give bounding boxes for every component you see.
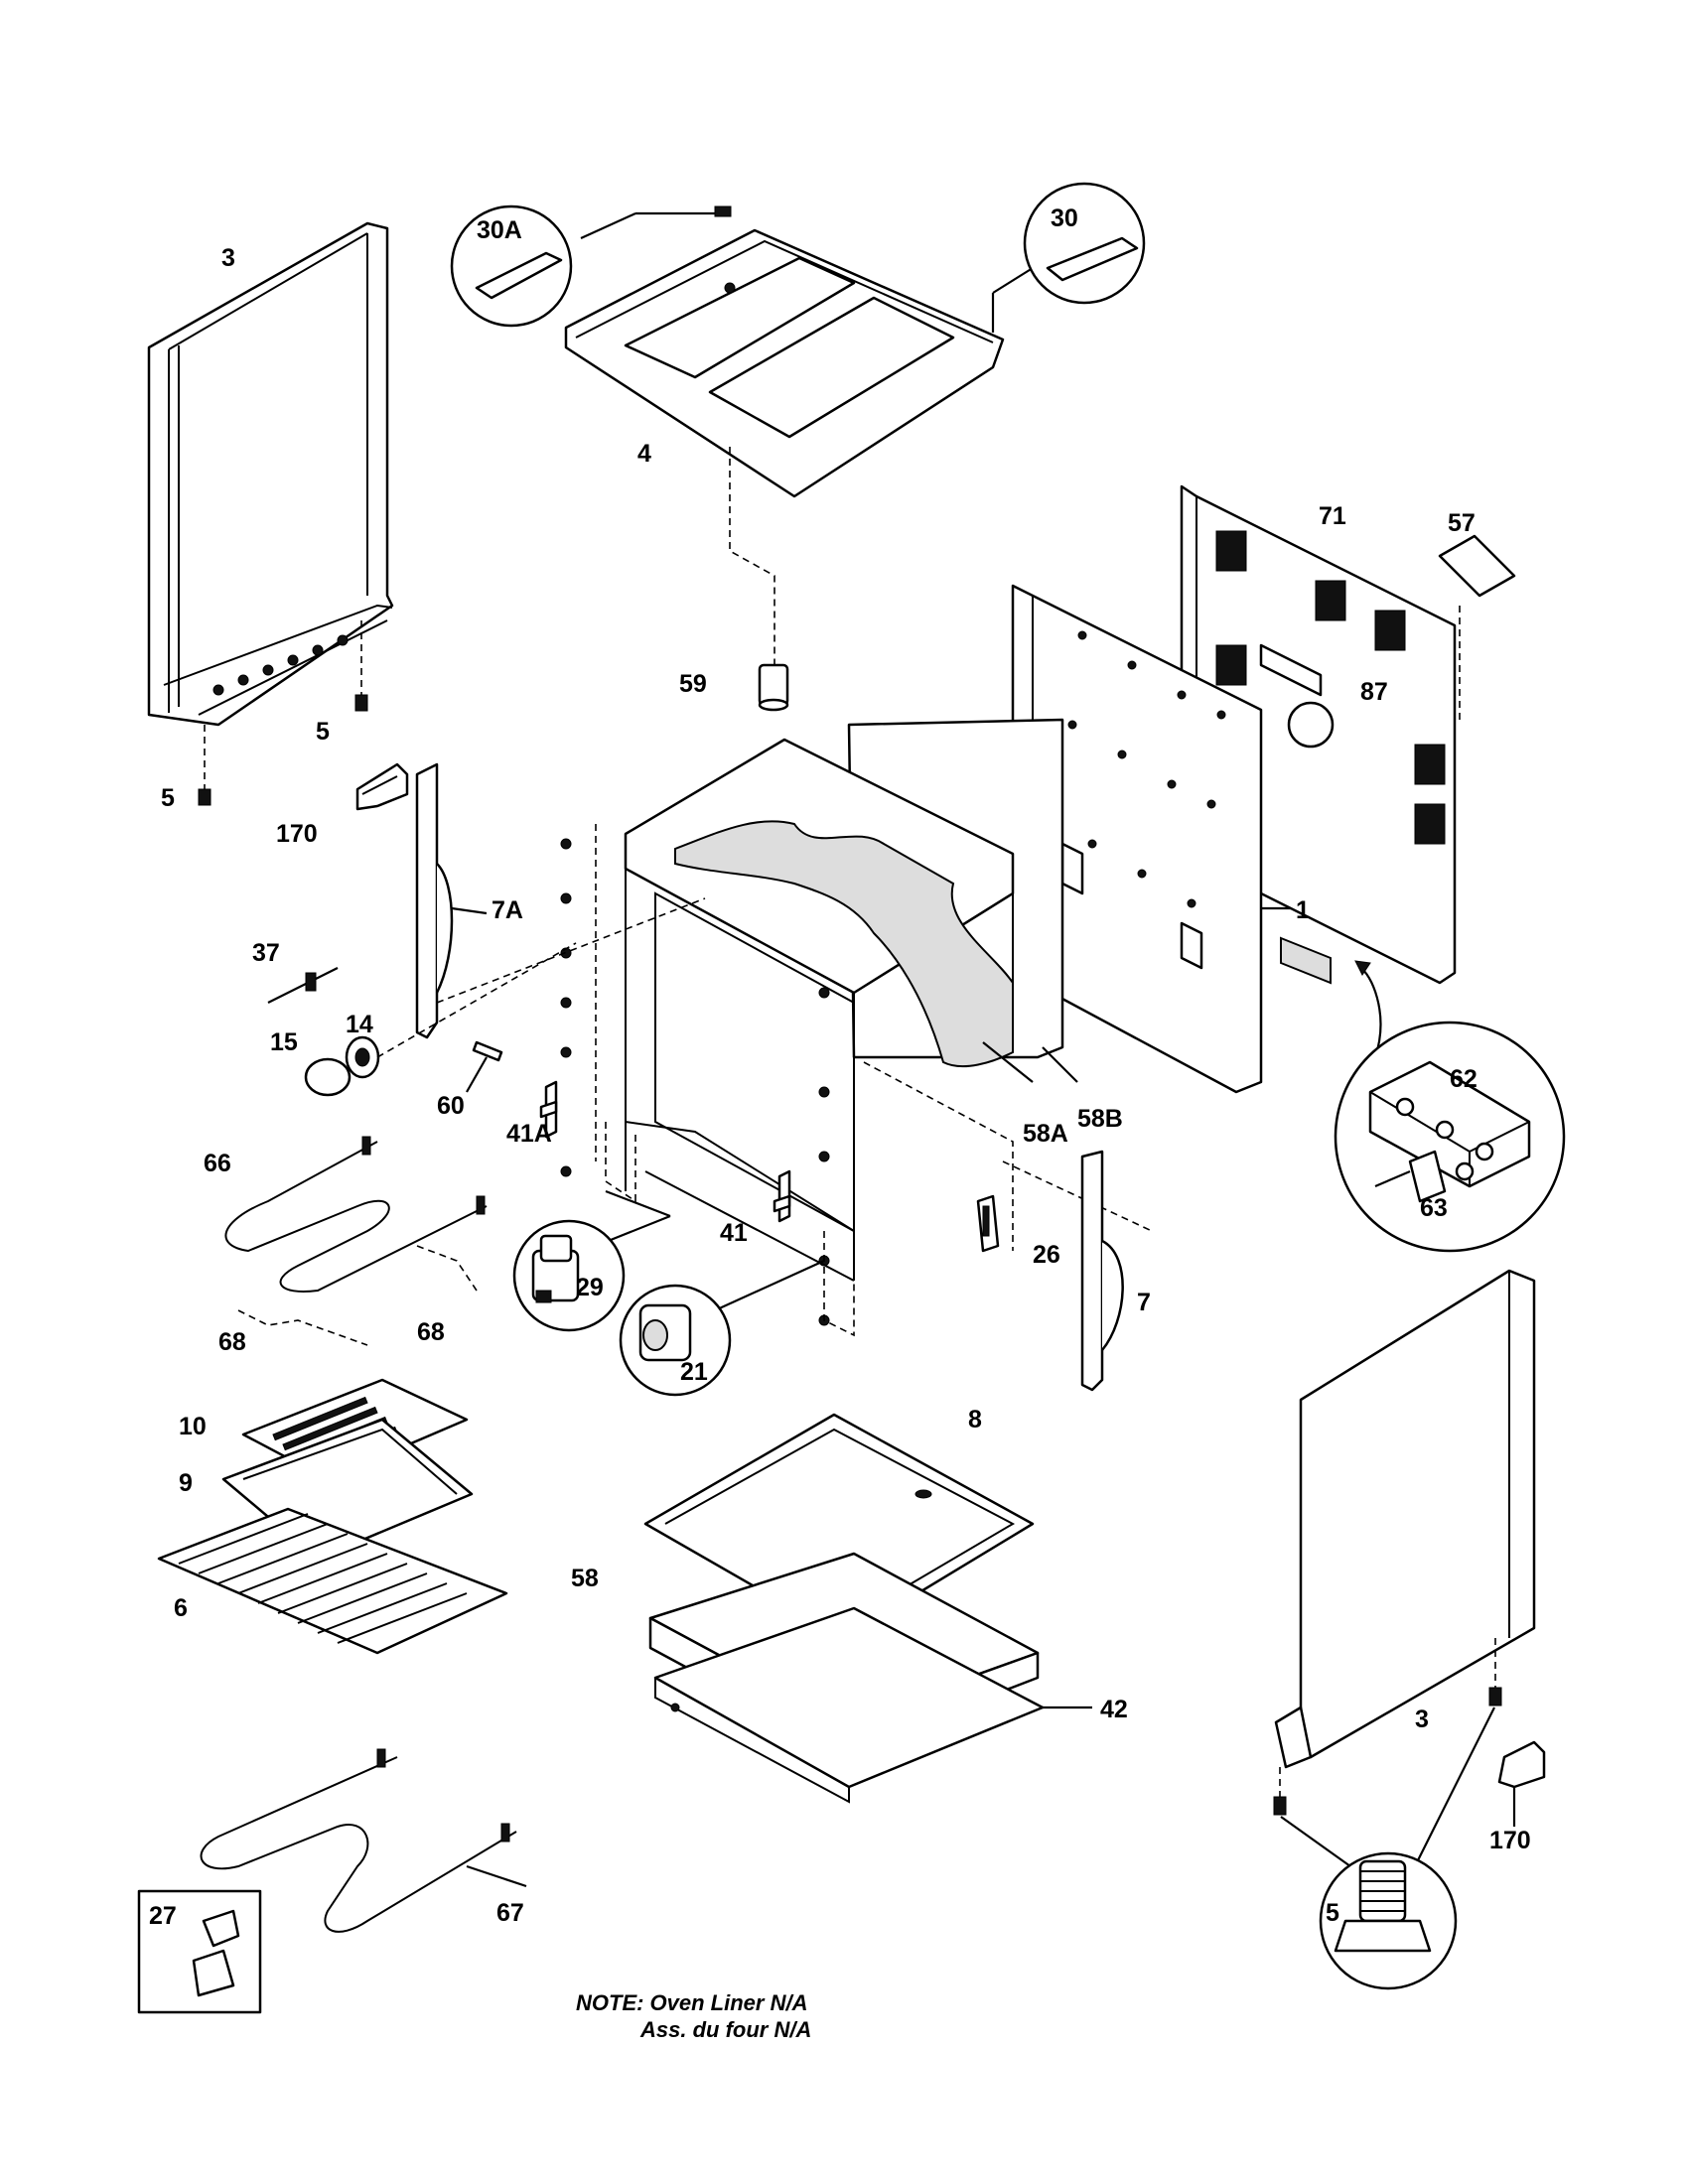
leader-58B (1042, 1046, 1078, 1083)
top-panel (564, 228, 1005, 498)
callout-5-lower-left: 5 (161, 784, 175, 812)
outer-back-frame (1011, 584, 1263, 1094)
alignment-line-7A (436, 897, 706, 1004)
callout-3-left: 3 (221, 244, 235, 272)
callout-42: 42 (1100, 1696, 1128, 1723)
top-panel-bracket-30 (991, 267, 1034, 333)
rack-support-left (415, 762, 488, 1039)
bracket-30-detail (1046, 236, 1139, 282)
oven-cabinet (560, 718, 1064, 1326)
clip-60 (466, 1040, 503, 1093)
callout-5-upper-left: 5 (316, 718, 330, 746)
temperature-sensor (267, 967, 339, 1004)
terminal-block-detail (1368, 1060, 1531, 1203)
detail-circle-30A (450, 205, 573, 328)
note-line-1: NOTE: Oven Liner N/A (576, 1990, 807, 2015)
bushing-21-detail (638, 1303, 692, 1362)
callout-7A: 7A (492, 896, 523, 924)
hinge-receptacle (976, 1194, 1000, 1253)
leader-5-right-b (1280, 1816, 1351, 1867)
callout-41: 41 (720, 1219, 748, 1247)
leveling-screw-right-upper (1488, 1638, 1502, 1706)
callout-68-left: 68 (218, 1328, 246, 1356)
leader-58A (982, 1041, 1034, 1083)
callout-66: 66 (204, 1150, 231, 1177)
callout-27: 27 (149, 1902, 177, 1930)
callout-21: 21 (680, 1358, 708, 1386)
leveling-leg-detail (1334, 1859, 1432, 1953)
right-side-panel (1274, 1269, 1536, 1769)
light-socket (345, 1035, 380, 1079)
leveling-screw-right-lower (1273, 1767, 1287, 1816)
front-frame (605, 1122, 855, 1337)
note-line-2: Ass. du four N/A (639, 2017, 811, 2042)
leader-5-right (1414, 1706, 1495, 1867)
callout-62: 62 (1450, 1065, 1477, 1093)
callout-71: 71 (1319, 502, 1346, 530)
leader-29 (605, 1189, 671, 1218)
oven-light-bulb (304, 1057, 352, 1097)
callout-63: 63 (1420, 1194, 1448, 1222)
callout-87: 87 (1360, 678, 1388, 706)
callout-30A: 30A (477, 216, 522, 244)
callout-10: 10 (179, 1413, 207, 1440)
clip-29-detail (531, 1234, 580, 1303)
callout-1: 1 (1296, 896, 1310, 924)
callout-67: 67 (496, 1899, 524, 1927)
callout-57: 57 (1448, 509, 1476, 537)
callout-5-right: 5 (1326, 1899, 1339, 1927)
alignment-line-top (729, 447, 775, 665)
callout-59: 59 (679, 670, 707, 698)
rack-support-right (1080, 1150, 1124, 1392)
callout-labels: 3 4 30A 30 57 71 87 59 5 5 170 7A 37 15 … (149, 205, 1531, 1930)
leveling-screw-upper-left (354, 620, 368, 712)
oven-rack (157, 1507, 508, 1655)
anti-tip-bracket-right (1497, 1740, 1546, 1827)
callout-58: 58 (571, 1565, 599, 1592)
callout-14: 14 (346, 1011, 373, 1038)
callout-58A: 58A (1023, 1120, 1068, 1148)
callout-41A: 41A (506, 1120, 552, 1148)
burner-cap-59 (758, 663, 789, 712)
callout-4: 4 (637, 440, 651, 468)
callout-15: 15 (270, 1028, 298, 1056)
callout-37: 37 (252, 939, 280, 967)
callout-30: 30 (1051, 205, 1078, 232)
callout-6: 6 (174, 1594, 188, 1622)
callout-58B: 58B (1077, 1105, 1123, 1133)
element-wires (237, 1245, 478, 1346)
callout-29: 29 (576, 1274, 604, 1301)
left-side-panel (147, 221, 394, 727)
callout-9: 9 (179, 1469, 193, 1497)
bottom-tray (653, 1606, 1092, 1804)
top-panel-bracket-30A (580, 205, 732, 240)
callout-170-left: 170 (276, 820, 318, 848)
terminal-block (1280, 936, 1382, 1058)
inset-box-27 (137, 1889, 262, 2014)
wiring-diagram-plate (1438, 534, 1516, 725)
alignment-line-14 (376, 942, 577, 1058)
broil-element (200, 1748, 527, 1933)
callout-7: 7 (1137, 1289, 1151, 1316)
anti-tip-bracket-left (355, 762, 409, 811)
bracket-30A-detail (475, 251, 563, 300)
callout-68-right: 68 (417, 1318, 445, 1346)
callout-26: 26 (1033, 1241, 1060, 1269)
alignment-line-7 (1002, 1160, 1153, 1232)
callout-170-right: 170 (1489, 1827, 1531, 1854)
callout-3-right: 3 (1415, 1706, 1429, 1733)
bracket-41 (773, 1169, 791, 1223)
callout-8: 8 (968, 1406, 982, 1433)
leader-21 (714, 1259, 825, 1312)
leveling-screw-lower-left (198, 725, 211, 806)
bracket-41A (539, 1080, 558, 1139)
callout-60: 60 (437, 1092, 465, 1120)
bake-element (224, 1136, 488, 1293)
